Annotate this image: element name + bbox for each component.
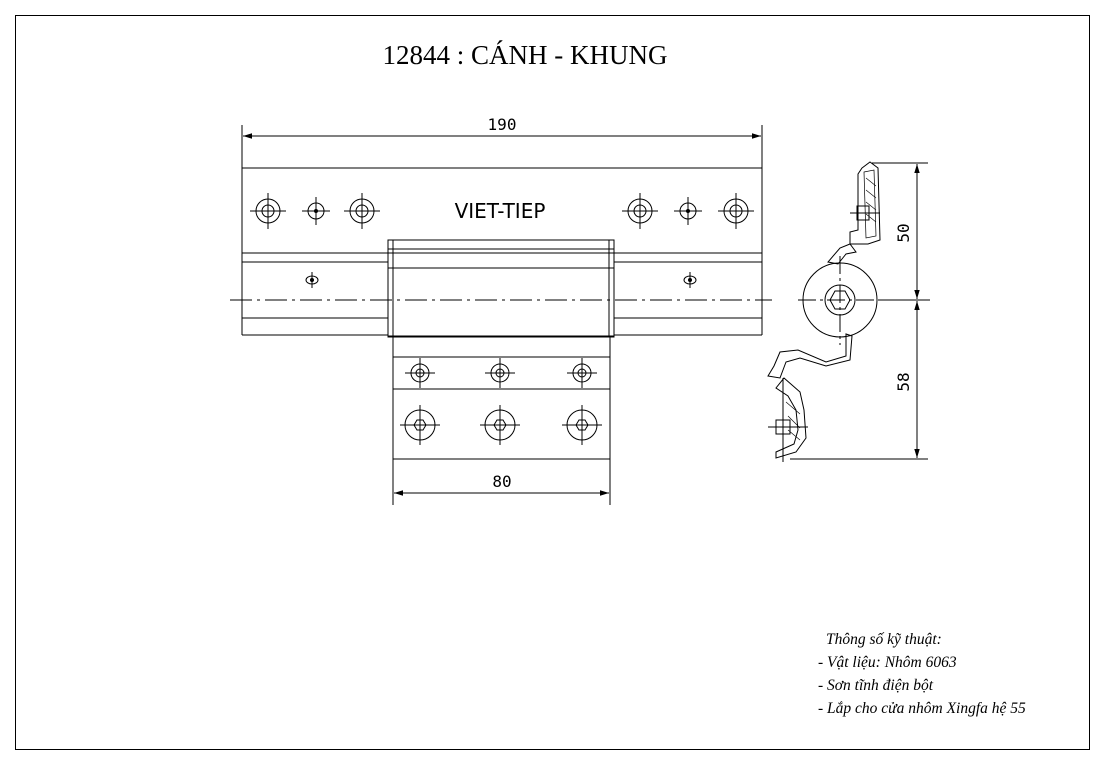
dimension-label-58: 58 bbox=[894, 372, 913, 391]
dimension-58: 58 bbox=[790, 301, 928, 460]
lower-small-holes bbox=[405, 358, 597, 388]
dimension-label-80: 80 bbox=[492, 472, 511, 491]
lower-leaf bbox=[392, 336, 611, 460]
pin-marks bbox=[305, 272, 697, 288]
dimension-80: 80 bbox=[392, 459, 611, 505]
dimension-label-190: 190 bbox=[488, 115, 517, 134]
specs-heading: Thông số kỹ thuật: bbox=[826, 631, 942, 648]
side-profile bbox=[767, 161, 930, 462]
technical-specs: Thông số kỹ thuật: - Vật liệu: Nhôm 6063… bbox=[818, 628, 1026, 720]
lower-large-holes bbox=[400, 405, 602, 445]
spec-item-coating: - Sơn tĩnh điện bột bbox=[818, 677, 934, 694]
brand-logo-text: VIET-TIEP bbox=[455, 199, 546, 223]
dimension-190: 190 bbox=[241, 115, 763, 168]
drawing-frame bbox=[15, 15, 1090, 750]
dimension-label-50: 50 bbox=[894, 223, 913, 242]
drawing-title: 12844 : CÁNH - KHUNG bbox=[382, 40, 668, 70]
hinge-knuckle bbox=[387, 239, 615, 338]
spec-item-material: - Vật liệu: Nhôm 6063 bbox=[818, 654, 957, 671]
upper-right-holes bbox=[622, 193, 754, 229]
upper-leaf bbox=[241, 167, 763, 336]
dimension-50: 50 bbox=[872, 162, 928, 301]
upper-left-holes bbox=[250, 193, 380, 229]
spec-item-application: - Lắp cho cửa nhôm Xingfa hệ 55 bbox=[818, 700, 1026, 717]
